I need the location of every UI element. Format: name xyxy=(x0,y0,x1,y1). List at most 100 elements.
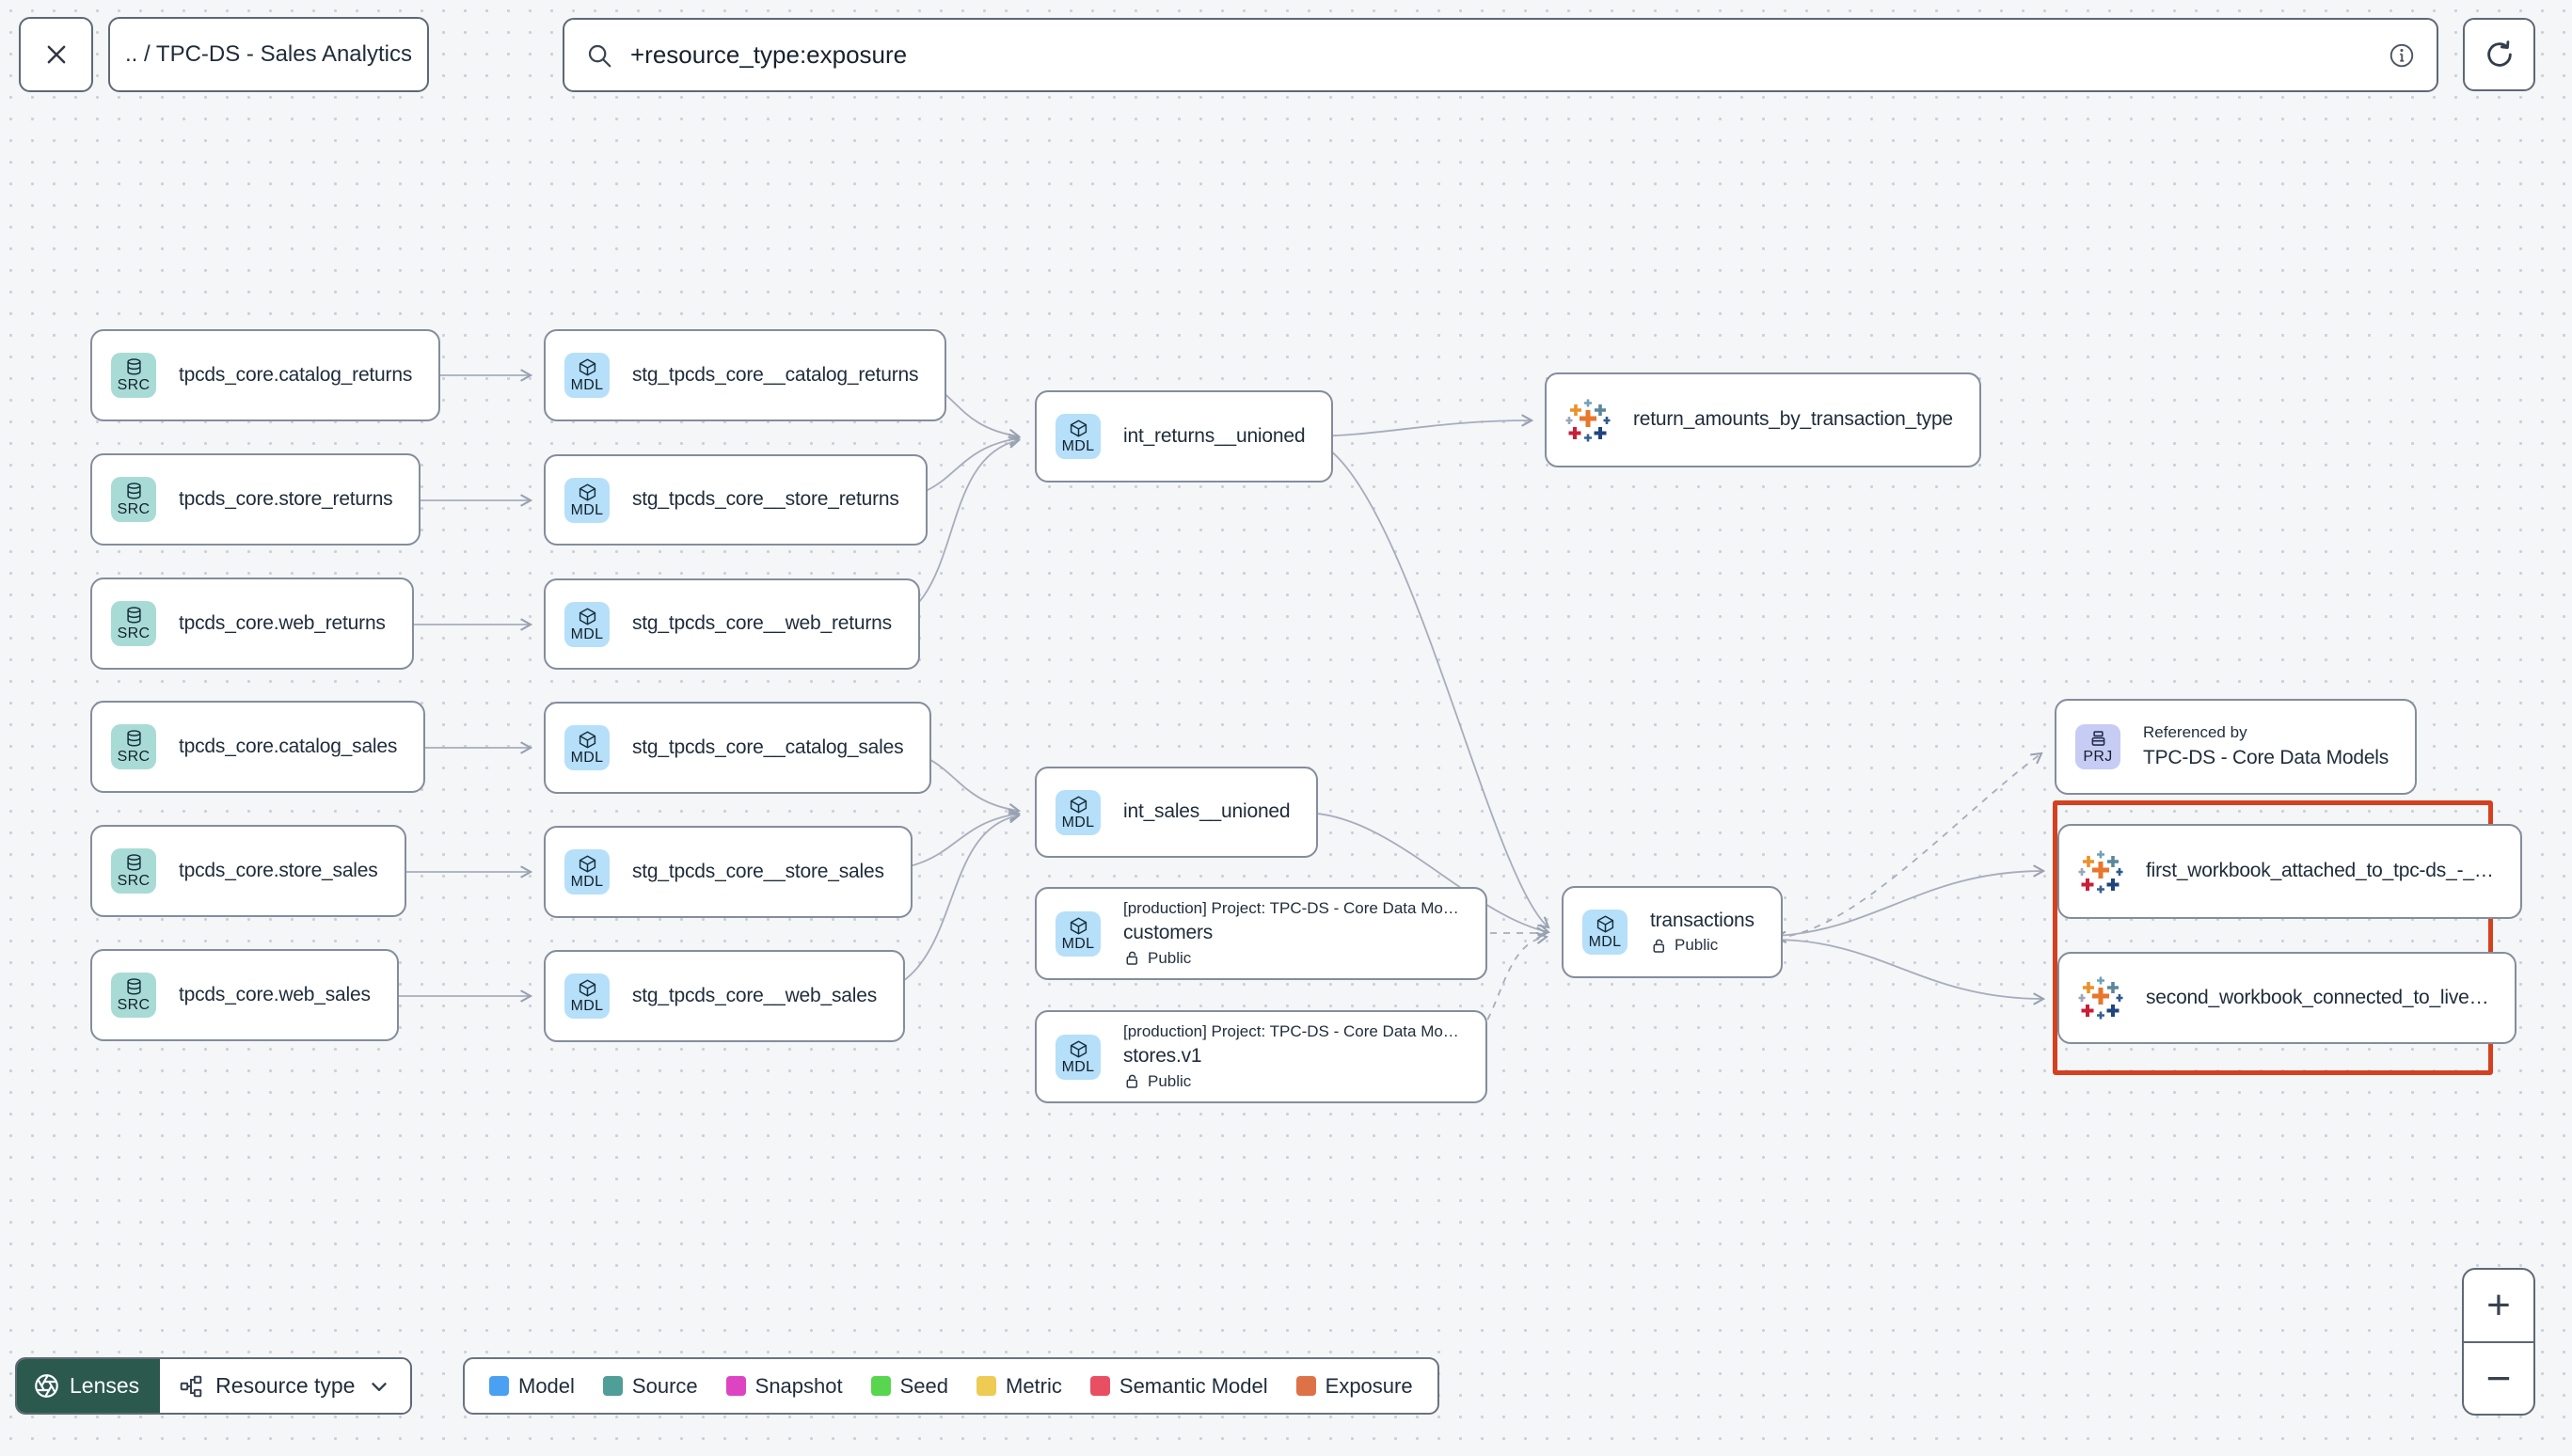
edge-transactions-to-referenced-by-project xyxy=(1776,753,2041,938)
lock-open-icon xyxy=(1650,937,1668,955)
node-text: int_sales__unioned xyxy=(1123,799,1291,824)
legend-swatch xyxy=(602,1376,623,1396)
badge-label: MDL xyxy=(1061,438,1095,454)
edge-transactions-to-first-workbook xyxy=(1775,871,2043,937)
visibility-label: Public xyxy=(1675,936,1719,955)
node-text: Referenced by TPC-DS - Core Data Models xyxy=(2143,723,2389,770)
node-text: tpcds_core.store_returns xyxy=(179,487,393,512)
legend-swatch xyxy=(1089,1376,1110,1396)
lenses-button[interactable]: Lenses xyxy=(17,1359,161,1413)
node-label: transactions xyxy=(1650,910,1754,932)
node-label: tpcds_core.catalog_returns xyxy=(179,363,413,386)
node-text: tpcds_core.store_sales xyxy=(179,859,378,883)
node-label: int_sales__unioned xyxy=(1123,800,1291,823)
node-src-web-sales[interactable]: SRC tpcds_core.web_sales xyxy=(90,949,399,1041)
zoom-panel: + − xyxy=(2462,1268,2535,1416)
node-visibility: Public xyxy=(1123,1072,1459,1091)
node-stg-store-sales[interactable]: MDL stg_tpcds_core__store_sales xyxy=(544,826,913,918)
legend-label: Model xyxy=(518,1373,575,1398)
search-bar[interactable] xyxy=(563,18,2438,92)
legend-swatch xyxy=(870,1376,891,1396)
node-label: TPC-DS - Core Data Models xyxy=(2143,746,2389,768)
lenses-label: Lenses xyxy=(70,1373,140,1398)
node-int-returns-unioned[interactable]: MDL int_returns__unioned xyxy=(1035,390,1334,483)
refresh-button[interactable] xyxy=(2463,18,2535,91)
model-cube-icon: MDL xyxy=(1056,414,1101,459)
node-label: stg_tpcds_core__web_returns xyxy=(632,612,892,635)
database-icon: SRC xyxy=(111,477,156,522)
badge-label: MDL xyxy=(570,377,604,393)
node-text: return_amounts_by_transaction_type xyxy=(1633,407,1953,432)
breadcrumb[interactable]: .. / TPC-DS - Sales Analytics xyxy=(108,17,429,92)
legend: Model Source Snapshot Seed Metric Semantic Mo… xyxy=(463,1357,1439,1415)
node-src-store-returns[interactable]: SRC tpcds_core.store_returns xyxy=(90,453,421,546)
node-label: stores.v1 xyxy=(1123,1045,1202,1068)
info-icon[interactable] xyxy=(2388,41,2416,70)
node-stg-catalog-returns[interactable]: MDL stg_tpcds_core__catalog_returns xyxy=(544,329,947,421)
resource-type-dropdown[interactable]: Resource type xyxy=(160,1359,411,1413)
node-label: return_amounts_by_transaction_type xyxy=(1633,408,1953,431)
node-stores-v1[interactable]: MDL [production] Project: TPC-DS - Core D… xyxy=(1035,1010,1487,1103)
node-label: stg_tpcds_core__store_sales xyxy=(632,860,884,882)
node-text: stg_tpcds_core__catalog_returns xyxy=(632,363,919,388)
node-first-workbook[interactable]: first_workbook_attached_to_tpc-ds_-_… xyxy=(2057,824,2522,919)
zoom-in-button[interactable]: + xyxy=(2486,1281,2511,1328)
visibility-label: Public xyxy=(1148,1071,1192,1090)
node-label: customers xyxy=(1123,922,1214,944)
refresh-icon xyxy=(2486,40,2512,67)
node-subtitle: [production] Project: TPC-DS - Core Data… xyxy=(1123,1021,1459,1040)
search-icon xyxy=(588,44,611,67)
node-subtitle: Referenced by xyxy=(2143,723,2247,742)
node-label: int_returns__unioned xyxy=(1123,424,1306,447)
node-second-workbook[interactable]: second_workbook_connected_to_live… xyxy=(2057,952,2517,1044)
lock-open-icon xyxy=(1123,949,1141,967)
legend-label: Semantic Model xyxy=(1119,1373,1268,1398)
node-src-catalog-returns[interactable]: SRC tpcds_core.catalog_returns xyxy=(90,329,441,421)
badge-label: SRC xyxy=(117,997,151,1013)
lock-open-icon xyxy=(1123,1072,1141,1090)
visibility-label: Public xyxy=(1148,948,1192,967)
legend-label: Source xyxy=(631,1373,698,1398)
legend-label: Seed xyxy=(899,1373,948,1398)
database-icon: SRC xyxy=(111,973,156,1018)
database-icon: SRC xyxy=(111,353,156,398)
node-text: first_workbook_attached_to_tpc-ds_-_… xyxy=(2146,859,2494,883)
legend-item-metric: Metric xyxy=(976,1374,1062,1399)
badge-label: MDL xyxy=(570,750,604,766)
node-return-amounts-by-transaction-type[interactable]: return_amounts_by_transaction_type xyxy=(1545,372,1981,467)
legend-label: Metric xyxy=(1006,1373,1062,1398)
node-stg-web-returns[interactable]: MDL stg_tpcds_core__web_returns xyxy=(544,578,920,670)
zoom-out-button[interactable]: − xyxy=(2464,1340,2533,1415)
node-text: tpcds_core.web_sales xyxy=(179,983,371,1007)
model-cube-icon: MDL xyxy=(1582,910,1627,955)
node-visibility: Public xyxy=(1123,949,1459,968)
badge-label: MDL xyxy=(1588,934,1622,950)
model-cube-icon: MDL xyxy=(564,849,610,894)
node-customers[interactable]: MDL[production] Project: TPC-DS - Core D… xyxy=(1035,887,1487,980)
node-subtitle: [production] Project: TPC-DS - Core Data… xyxy=(1123,898,1459,917)
legend-label: Snapshot xyxy=(754,1373,843,1398)
project-archive-icon: PRJ xyxy=(2075,724,2120,769)
node-referenced-by-project[interactable]: PRJ Referenced by TPC-DS - Core Data Model… xyxy=(2055,699,2418,795)
node-text: int_returns__unioned xyxy=(1123,424,1306,449)
node-label: tpcds_core.store_returns xyxy=(179,487,393,510)
badge-label: MDL xyxy=(570,501,604,518)
model-cube-icon: MDL xyxy=(564,601,610,647)
legend-item-exposure: Exposure xyxy=(1295,1374,1413,1399)
node-text: [production] Project: TPC-DS - Core Data… xyxy=(1123,899,1459,968)
database-icon: SRC xyxy=(111,601,156,646)
node-label: second_workbook_connected_to_live… xyxy=(2146,986,2489,1008)
close-button[interactable] xyxy=(19,17,93,92)
search-input[interactable] xyxy=(628,40,2373,71)
badge-label: SRC xyxy=(117,625,151,641)
model-cube-icon: MDL xyxy=(1056,1034,1101,1080)
